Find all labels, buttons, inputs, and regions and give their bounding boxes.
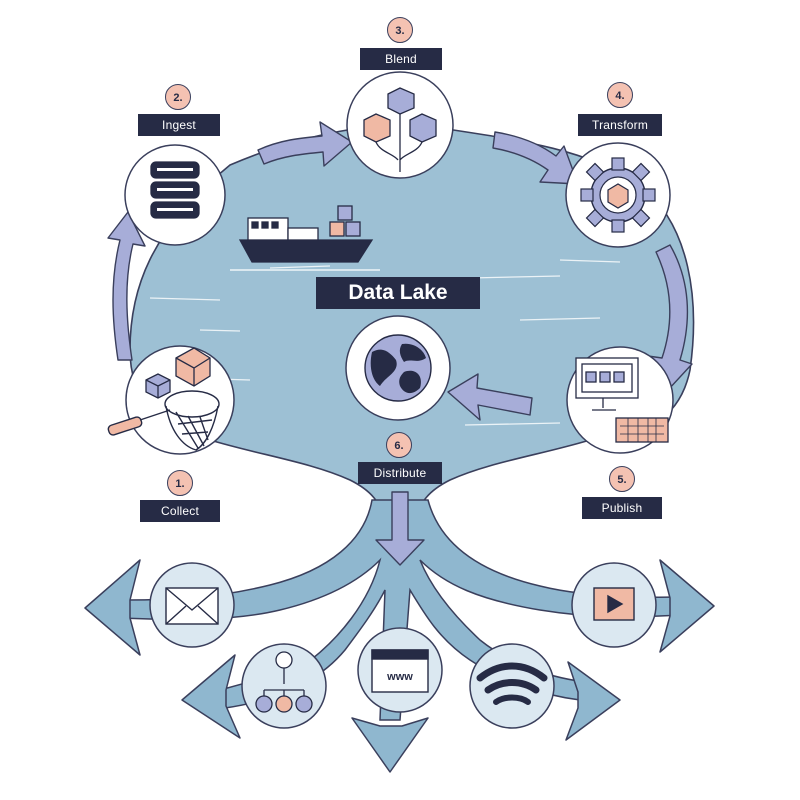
net-icon <box>107 390 220 451</box>
www-text: www <box>386 671 413 683</box>
step-1-number: 1. <box>167 470 193 496</box>
globe-icon <box>364 334 432 402</box>
wifi-icon <box>476 662 548 705</box>
network-icon <box>255 651 313 713</box>
step-5-label: Publish <box>582 497 662 519</box>
blend-cubes-icon <box>363 87 437 172</box>
database-icon <box>150 161 200 219</box>
step-4-label: Transform <box>578 114 662 136</box>
computer-icon <box>575 357 669 443</box>
step-5-number: 5. <box>609 466 635 492</box>
step-3-number: 3. <box>387 17 413 43</box>
step-4-number: 4. <box>607 82 633 108</box>
cycle-arrows <box>107 121 693 421</box>
step-1-label: Collect <box>140 500 220 522</box>
branch-arrowheads <box>84 559 715 773</box>
web-browser-icon: www <box>371 649 429 693</box>
step-2-label: Ingest <box>138 114 220 136</box>
distribute-arrow <box>375 491 425 566</box>
step-6-number: 6. <box>386 432 412 458</box>
diagram-title: Data Lake <box>316 277 480 309</box>
step-6-label: Distribute <box>358 462 442 484</box>
cube-icon <box>145 347 211 399</box>
video-play-icon <box>593 587 635 621</box>
gear-icon <box>580 157 656 233</box>
cargo-ship-icon <box>230 205 380 271</box>
email-icon <box>165 587 219 625</box>
step-2-number: 2. <box>165 84 191 110</box>
step-3-label: Blend <box>360 48 442 70</box>
